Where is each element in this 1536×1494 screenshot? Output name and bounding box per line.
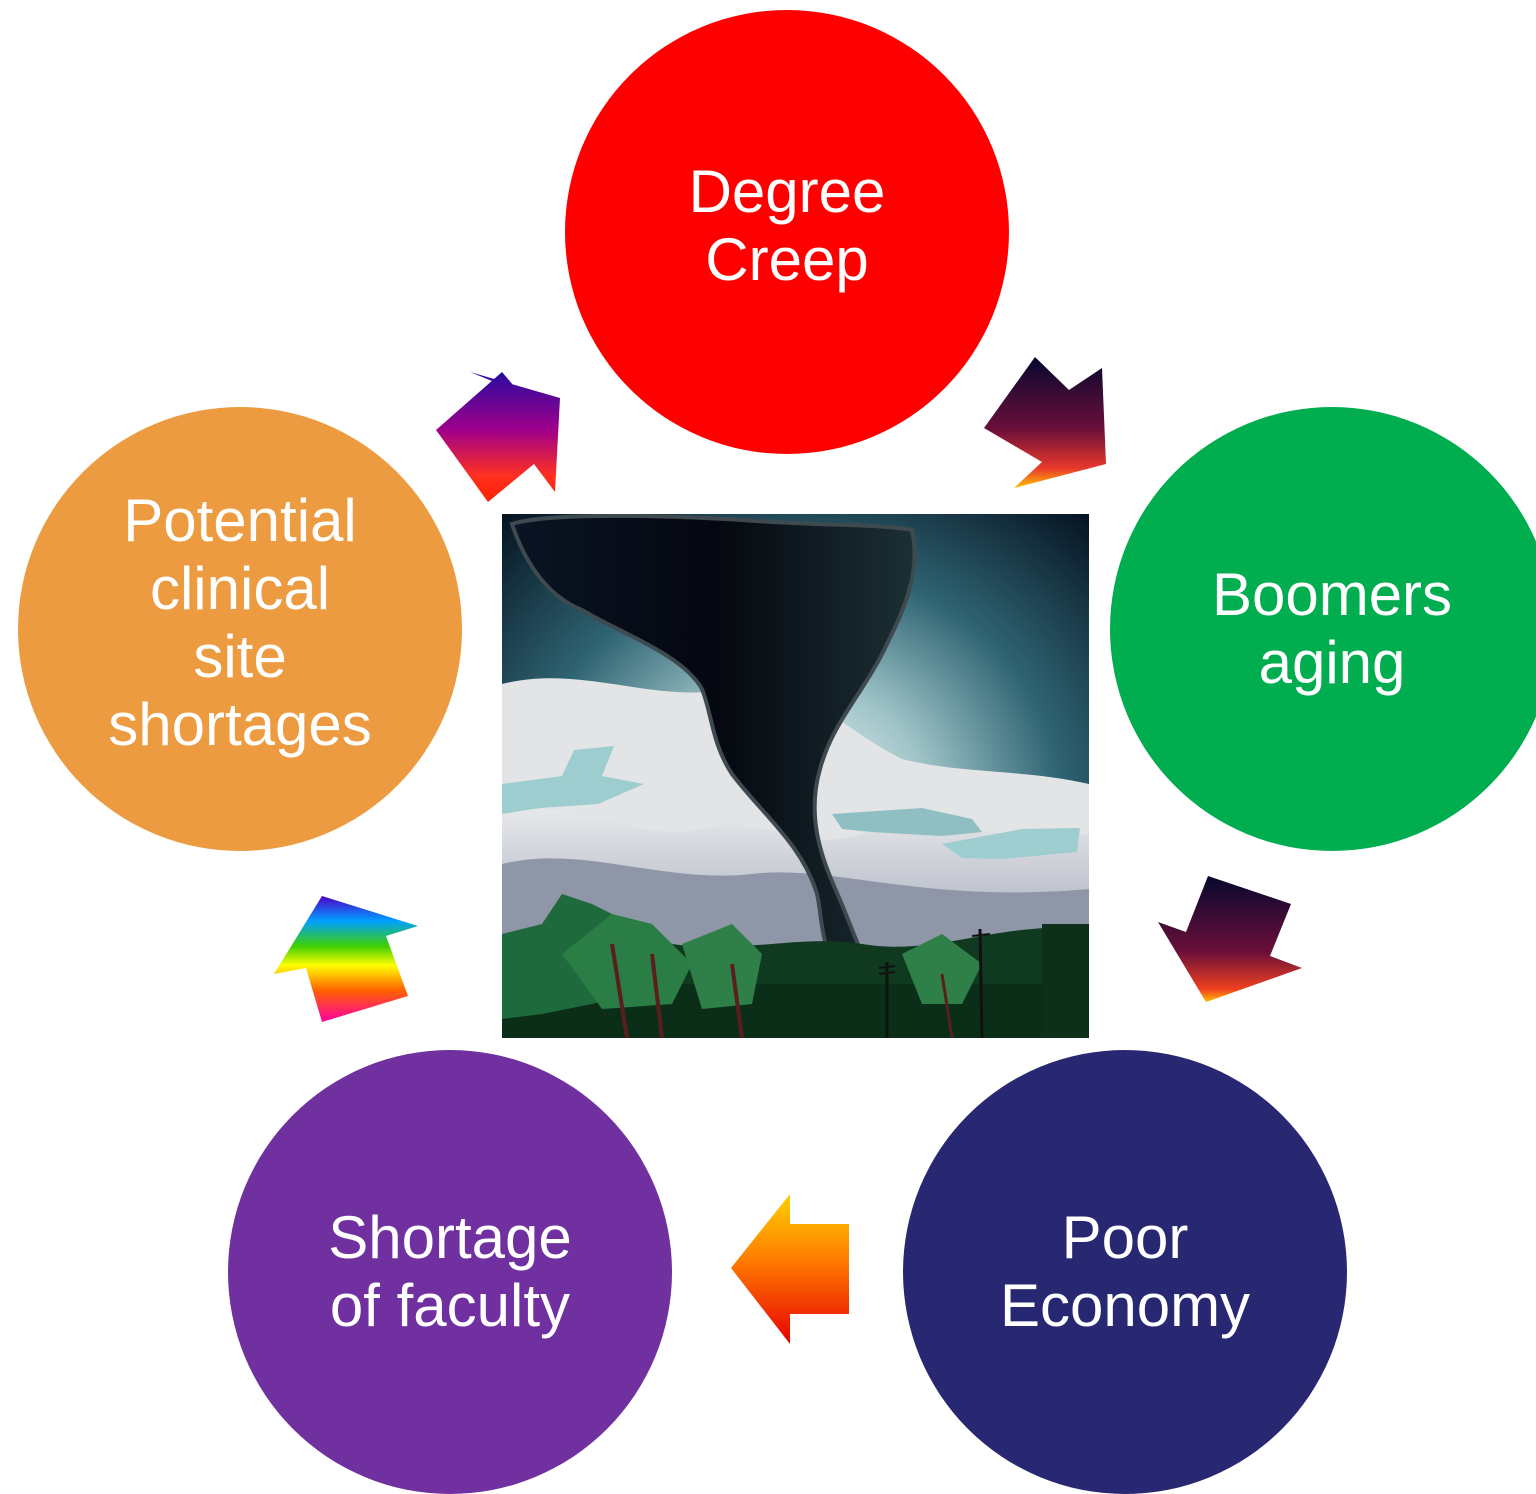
node-label-boomers-aging: Boomers aging	[1211, 561, 1453, 696]
arrow-boomers-to-economy	[1158, 876, 1302, 1002]
node-boomers-aging: Boomers aging	[1110, 407, 1536, 851]
node-label-clinical-site-shortages: Potential clinical site shortages	[108, 487, 372, 758]
node-degree-creep: Degree Creep	[565, 10, 1009, 454]
tornado-illustration	[502, 514, 1089, 1038]
arrow-faculty-to-clinical	[274, 896, 418, 1022]
node-shortage-of-faculty: Shortage of faculty	[228, 1050, 672, 1494]
node-label-degree-creep: Degree Creep	[688, 158, 886, 293]
arrow-degree-to-boomers	[984, 357, 1106, 488]
arrow-economy-to-faculty	[731, 1194, 849, 1344]
arrow-clinical-to-degree	[436, 372, 560, 502]
node-label-shortage-of-faculty: Shortage of faculty	[328, 1204, 572, 1339]
node-poor-economy: Poor Economy	[903, 1050, 1347, 1494]
node-clinical-site-shortages: Potential clinical site shortages	[18, 407, 462, 851]
node-label-poor-economy: Poor Economy	[999, 1204, 1251, 1339]
